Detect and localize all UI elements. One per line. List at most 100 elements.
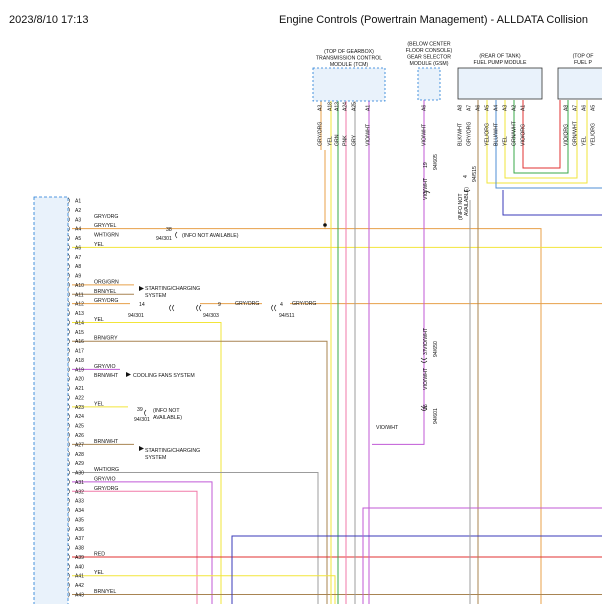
fpm-info-1: (INFO NOT (458, 193, 464, 220)
ecm-pin: A36 (75, 527, 84, 533)
a23-info-not: (INFO NOT (153, 408, 180, 414)
module-label-line: GEAR SELECTOR (407, 55, 451, 61)
ecm-pin: A14 (75, 320, 84, 326)
ecm-pin: A18 (75, 358, 84, 364)
a23-ref: 94/301 (134, 417, 150, 423)
pin-tooth (67, 300, 70, 307)
module-pin: A24 (343, 102, 349, 111)
gsm-wire-2: VIO/WHT (423, 327, 429, 350)
ecm-wire-label: BRN/WHT (94, 439, 119, 445)
pin-tooth (67, 581, 70, 589)
ecm-wire-label: WHT/GRN (94, 233, 119, 239)
pin-tooth (67, 563, 70, 570)
pin-tooth (67, 319, 70, 326)
ecm-pin: A5 (75, 236, 81, 242)
ecm-pin: A16 (75, 339, 84, 345)
pin-tooth (67, 450, 70, 457)
tcm-module-box (312, 67, 386, 102)
wire-gsm-vio (372, 100, 425, 445)
wire-a41 (72, 575, 336, 604)
module-label-line: TRANSMISSION CONTROL (316, 56, 382, 62)
tcm-pin-labels: A3GRY/ORGA18YELA13GRNA24PNKA25GRYA1VIO/W… (318, 102, 372, 146)
module-wire: GRN (335, 134, 341, 146)
pin-tooth (67, 262, 70, 270)
module-pin: A8 (564, 105, 570, 111)
a4-connector-number: 38 (166, 227, 172, 233)
module-wire: YEL (582, 136, 588, 146)
module-pin: A5 (591, 105, 597, 111)
module-label-line: (BELOW CENTER (407, 42, 450, 48)
pin-tooth (67, 544, 70, 551)
ecm-wire-label: YEL (94, 401, 104, 407)
a12-ref-3: 94/511 (279, 313, 295, 319)
ecm-pin: A12 (75, 302, 84, 308)
ecm-pin: A23 (75, 405, 84, 411)
module-wire: YEL/ORG (591, 123, 597, 146)
pin-tooth (67, 525, 70, 532)
annotations: 38 94/301 (INFO NOT AVAILABLE) STARTING/… (128, 227, 399, 461)
ecm-wire-label: ORG/GRN (94, 279, 119, 285)
ecm-pin: A19 (75, 367, 84, 373)
module-label-line: (TOP OF (573, 54, 594, 60)
timestamp: 2023/8/10 17:13 (9, 14, 89, 26)
wire-a14 (72, 321, 222, 604)
pin-tooth (67, 413, 70, 420)
a12-ref-2: 94/303 (203, 313, 219, 319)
module-pin: A6 (422, 105, 428, 111)
module-wire: VIO/WHT (366, 123, 372, 146)
pin-tooth (67, 253, 70, 260)
pin-tooth (67, 347, 70, 354)
arrows (126, 286, 144, 451)
ecm-connector (33, 196, 69, 604)
wire-fpm-grn (513, 100, 569, 174)
ecm-wire-label: BRN/GRY (94, 336, 118, 342)
ecm-wire-label: GRY/VIO (94, 476, 116, 482)
ecm-pin-list: A1A2A3A4A5A6A7A8A9A10A11A12A13A14A15A16A… (67, 197, 84, 598)
page-title: Engine Controls (Powertrain Management) … (279, 14, 588, 26)
system-1: SYSTEM (145, 293, 166, 299)
pin-tooth (67, 553, 70, 561)
module-pin: A5 (485, 105, 491, 111)
ecm-pin: A34 (75, 508, 84, 514)
splice-dot (323, 223, 327, 227)
pin-tooth (67, 516, 70, 523)
module-pin: A7 (573, 105, 579, 111)
ecm-pin: A35 (75, 517, 84, 523)
ecm-wire-label: RED (94, 551, 105, 557)
pin-tooth (67, 572, 70, 579)
wire-a32 (72, 490, 198, 604)
a12-wire-2: GRY/ORG (235, 301, 259, 307)
ecm-pin: A24 (75, 414, 84, 420)
ecm-pin: A31 (75, 480, 84, 486)
pin-tooth (67, 394, 70, 401)
pin-tooth (67, 375, 70, 382)
module-label-line: MODULE (TCM) (330, 62, 369, 68)
ecm-pin: A27 (75, 442, 84, 448)
starting-charging-2: STARTING/CHARGING (145, 448, 200, 454)
pin-tooth (67, 591, 70, 598)
wire-fpm-yel-org (486, 100, 588, 184)
ecm-pin: A43 (75, 592, 84, 598)
ecm-wire-label: YEL (94, 317, 104, 323)
ecm-wire-label: BRN/YEL (94, 289, 116, 295)
module-wire: GRY/ORG (318, 122, 324, 146)
pin-tooth (67, 506, 70, 514)
module-wire: YEL/ORG (485, 123, 491, 146)
pin-tooth (67, 459, 70, 467)
ecm-pin: A42 (75, 583, 84, 589)
gsm-connector-2: 37 (423, 349, 429, 355)
a12-connector-1: 14 (139, 302, 145, 308)
wire-bottom-db (231, 535, 602, 604)
pin-tooth (67, 366, 70, 373)
fpm-ref: 94/515 (472, 166, 478, 182)
ecm-wire-label: WHT/ORG (94, 467, 119, 473)
fpm-connector: 4 (463, 175, 469, 178)
module-wire: PNK (343, 135, 349, 146)
ecm-wire-label: BRN/YEL (94, 589, 116, 595)
pin-tooth (67, 403, 70, 411)
wire-a30 (72, 472, 319, 604)
gsm-ref-2: 94/650 (433, 341, 439, 357)
module-pin: A7 (467, 105, 473, 111)
